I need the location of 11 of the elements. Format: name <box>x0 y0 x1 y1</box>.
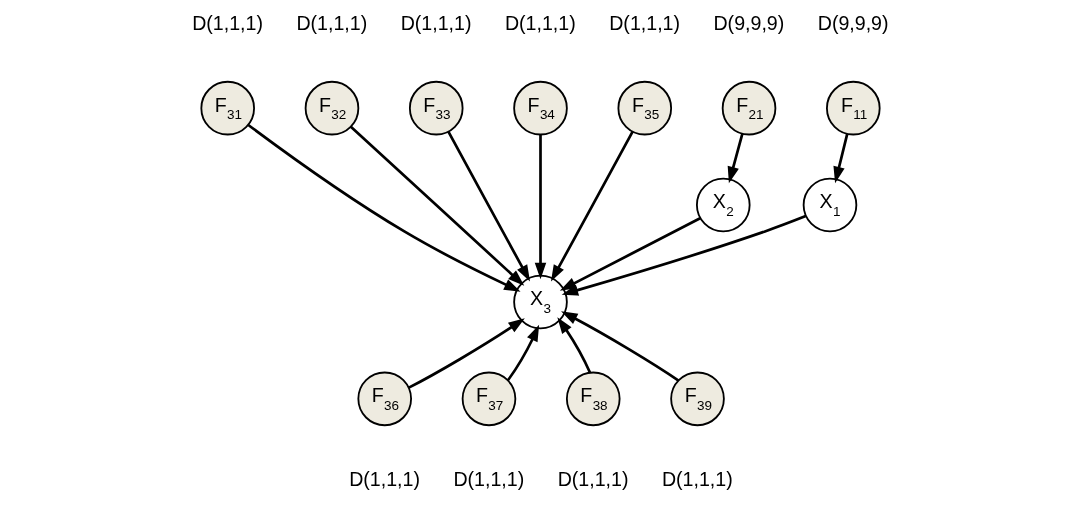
node-label: D(1,1,1) <box>192 12 263 35</box>
node-label: D(1,1,1) <box>609 12 681 35</box>
node-label: D(1,1,1) <box>453 468 525 491</box>
node-label: D(1,1,1) <box>296 12 368 35</box>
node-label: D(1,1,1) <box>661 468 733 491</box>
node-label: D(1,1,1) <box>349 468 420 491</box>
node-label: D(9,9,9) <box>713 12 785 35</box>
node-label: D(1,1,1) <box>504 12 576 35</box>
node-label: D(1,1,1) <box>400 12 472 35</box>
node-label: D(9,9,9) <box>817 12 889 35</box>
node-label: D(1,1,1) <box>557 468 629 491</box>
